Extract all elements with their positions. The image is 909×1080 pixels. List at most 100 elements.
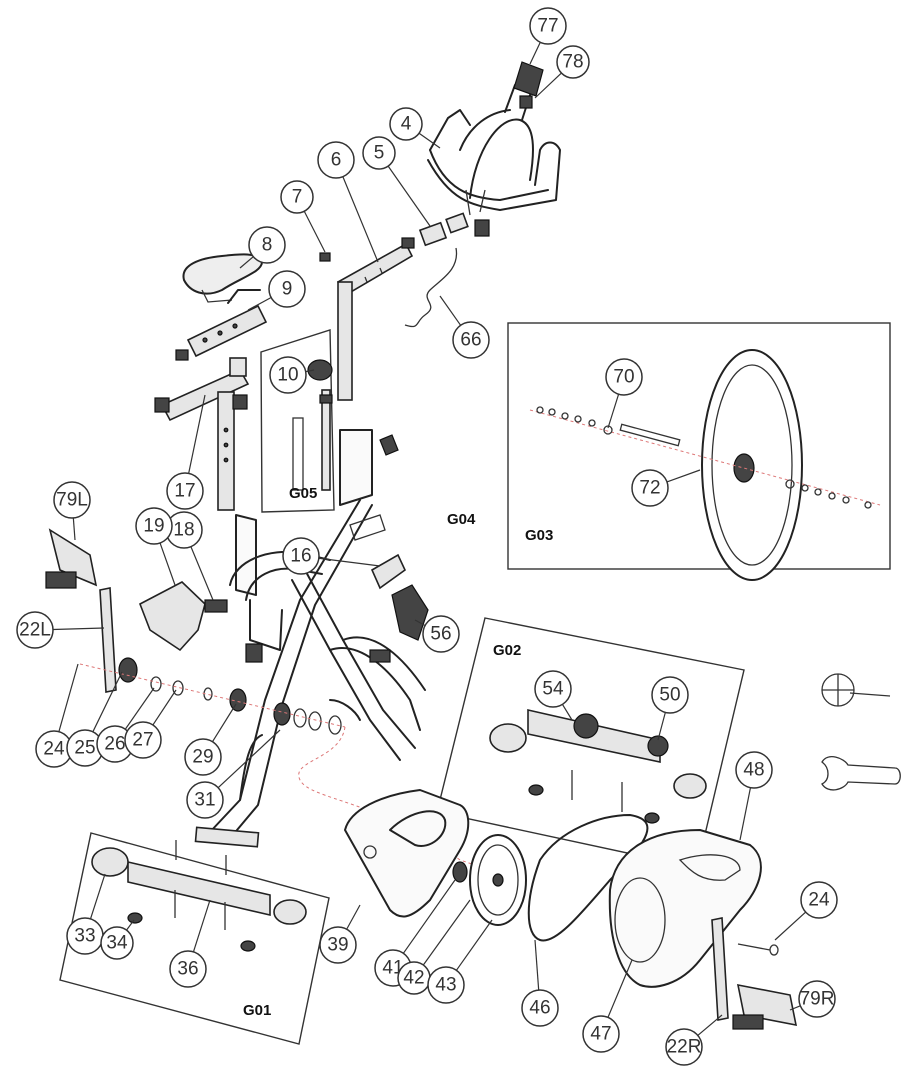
- leader-line: [159, 542, 176, 586]
- seat-slider: [175, 289, 268, 361]
- callout-label: 34: [106, 933, 128, 954]
- leader-line: [72, 517, 76, 541]
- leader-line: [534, 72, 562, 99]
- chain-guard-right: [608, 829, 762, 988]
- group-box-g05: [260, 329, 335, 513]
- handlebar: [427, 84, 561, 211]
- callout-circle: [186, 781, 224, 819]
- leader-line: [58, 663, 79, 732]
- group-label-g04: G04: [447, 511, 476, 528]
- leader-line: [414, 619, 426, 626]
- callout-circle: [735, 751, 773, 789]
- callout-label: 70: [613, 367, 634, 388]
- part-callout: 17: [166, 472, 204, 510]
- part-callout: 43: [427, 966, 465, 1004]
- part-callout: 50: [651, 676, 689, 714]
- callout-circle: [422, 615, 460, 653]
- group-label-g02: G02: [493, 642, 521, 659]
- part-callout: 79R: [798, 980, 836, 1018]
- leader-line: [439, 295, 462, 326]
- callout-circle: [317, 141, 355, 179]
- part-callout: 16: [282, 537, 320, 575]
- leader-line: [666, 469, 701, 483]
- leader-line: [657, 712, 666, 741]
- callout-label: 16: [290, 546, 311, 567]
- frame-insert: [245, 643, 263, 663]
- part-callout: 78: [556, 45, 590, 79]
- leader-line: [126, 919, 135, 931]
- callout-label: 7: [292, 187, 303, 208]
- callout-label: 4: [401, 114, 412, 135]
- callout-label: 8: [262, 235, 273, 256]
- callout-circle: [248, 226, 286, 264]
- part-callout: 36: [169, 950, 207, 988]
- callout-label: 31: [194, 790, 215, 811]
- callout-circle: [16, 611, 54, 649]
- part-callout: 70: [605, 358, 643, 396]
- group-label-g01: G01: [243, 1002, 271, 1019]
- callout-circle: [269, 356, 307, 394]
- saddle: [182, 253, 263, 303]
- callout-circle: [800, 881, 838, 919]
- leader-line: [188, 394, 206, 474]
- callout-circle: [100, 926, 134, 960]
- part-callout: 9: [268, 270, 306, 308]
- callout-label: 22R: [667, 1037, 702, 1058]
- belt-pulley: [452, 834, 527, 926]
- leader-line: [52, 627, 105, 631]
- callout-circle: [282, 537, 320, 575]
- wrench-icon: [821, 756, 901, 791]
- inner-chain-guard: [138, 581, 206, 652]
- callout-label: 6: [331, 150, 342, 171]
- part-callout: 39: [319, 926, 357, 964]
- callout-label: 48: [743, 760, 764, 781]
- callout-label: 42: [403, 968, 424, 989]
- callout-label: 79L: [56, 490, 88, 511]
- leader-line: [789, 1005, 801, 1011]
- part-callout: 29: [184, 738, 222, 776]
- callout-label: 66: [460, 330, 481, 351]
- callout-label: 5: [374, 143, 385, 164]
- callout-label: 72: [639, 478, 660, 499]
- pop-pin: [319, 252, 331, 262]
- part-callout: 54: [534, 670, 572, 708]
- part-callout: 4: [389, 107, 423, 141]
- callout-circle: [631, 469, 669, 507]
- part-callout: 77: [529, 7, 567, 45]
- callout-circle: [53, 481, 91, 519]
- right-pedal-washer: [769, 944, 779, 956]
- main-frame: [194, 429, 426, 848]
- brake-assembly: [349, 434, 429, 663]
- callout-circle: [582, 1015, 620, 1053]
- callout-label: 43: [435, 975, 456, 996]
- leader-line: [247, 297, 272, 311]
- callout-circle: [135, 507, 173, 545]
- callout-label: 26: [104, 734, 125, 755]
- callout-label: 39: [327, 935, 348, 956]
- callout-label: 33: [74, 926, 95, 947]
- leader-line: [303, 210, 326, 253]
- callout-label: 27: [132, 730, 153, 751]
- callout-circle: [798, 980, 836, 1018]
- part-callout: 47: [582, 1015, 620, 1053]
- callout-label: 25: [74, 738, 95, 759]
- callout-circle: [427, 966, 465, 1004]
- callout-circle: [556, 45, 590, 79]
- leader-lines: [52, 42, 807, 1036]
- part-callout: 48: [735, 751, 773, 789]
- part-callout: 22R: [665, 1028, 703, 1066]
- callout-label: 78: [562, 52, 583, 73]
- right-pedal: [732, 983, 798, 1030]
- callout-circle: [651, 676, 689, 714]
- leader-line: [607, 393, 620, 429]
- part-callout: 27: [124, 721, 162, 759]
- callout-label: 50: [659, 685, 680, 706]
- leader-line: [152, 689, 177, 726]
- flywheel: [529, 349, 881, 581]
- callout-label: 10: [277, 365, 298, 386]
- leader-line: [607, 959, 633, 1018]
- leader-line: [455, 919, 493, 971]
- callout-circle: [605, 358, 643, 396]
- leader-line: [92, 671, 123, 733]
